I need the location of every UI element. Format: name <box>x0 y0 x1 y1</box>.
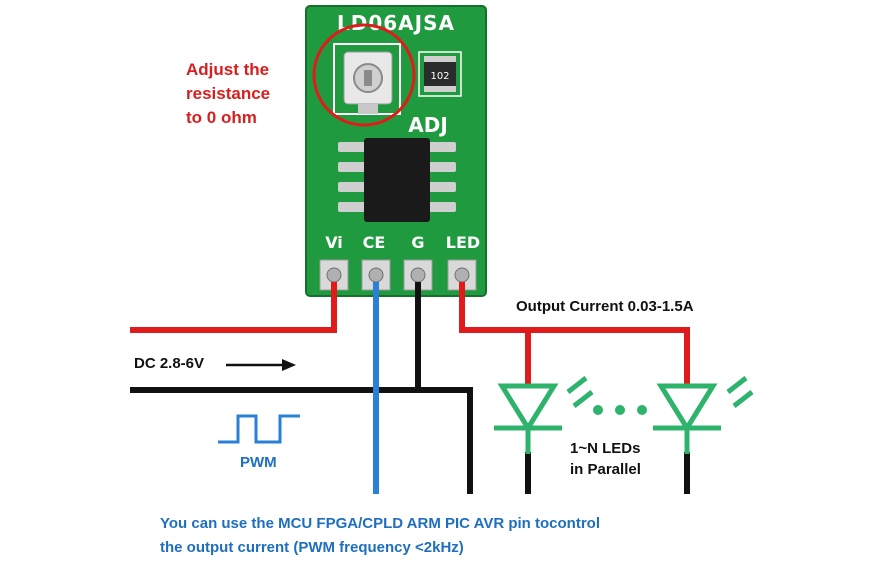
led-count-line-1: 1~N LEDs <box>570 440 641 457</box>
ellipsis-dots <box>593 405 647 415</box>
wire-positive-input <box>130 282 337 333</box>
led-count-note: 1~N LEDs in Parallel <box>570 438 641 480</box>
pwm-waveform-icon <box>218 414 300 444</box>
resistor-code-label: 102 <box>430 71 449 82</box>
arrow-right-icon <box>226 359 296 371</box>
pcb-board: LD06AJSA 102 ADJ <box>305 5 487 297</box>
adj-label: ADJ <box>408 113 448 137</box>
wire-ground <box>130 387 473 494</box>
pin-label-ce: CE <box>363 233 386 252</box>
adjust-note-line-2: resistance <box>186 84 271 103</box>
pcb-model-label: LD06AJSA <box>337 11 455 35</box>
trimmer-potentiometer <box>333 43 401 115</box>
pwm-control-line-2: the output current (PWM frequency <2kHz) <box>160 539 464 556</box>
pwm-control-line-1: You can use the MCU FPGA/CPLD ARM PIC AV… <box>160 515 601 532</box>
ic-chip <box>338 138 456 222</box>
adjust-note: Adjust the resistance to 0 ohm <box>186 58 270 130</box>
led-1-symbol <box>494 376 594 454</box>
dc-input-label: DC 2.8-6V <box>134 355 205 372</box>
led-count-line-2: in Parallel <box>570 461 641 478</box>
pwm-control-note: You can use the MCU FPGA/CPLD ARM PIC AV… <box>160 512 600 560</box>
pin-label-led: LED <box>446 233 480 252</box>
pin-label-g: G <box>411 233 424 252</box>
output-current-label: Output Current 0.03-1.5A <box>516 298 694 315</box>
pwm-label: PWM <box>240 454 277 471</box>
adjust-note-line-3: to 0 ohm <box>186 108 257 127</box>
wire-led-output <box>459 282 690 333</box>
adjust-highlight-circle <box>312 23 416 127</box>
smd-resistor: 102 <box>418 51 462 97</box>
wires <box>130 282 690 494</box>
led-2-symbol <box>653 376 754 454</box>
pin-label-vi: Vi <box>325 233 343 252</box>
adjust-note-line-1: Adjust the <box>186 60 270 79</box>
